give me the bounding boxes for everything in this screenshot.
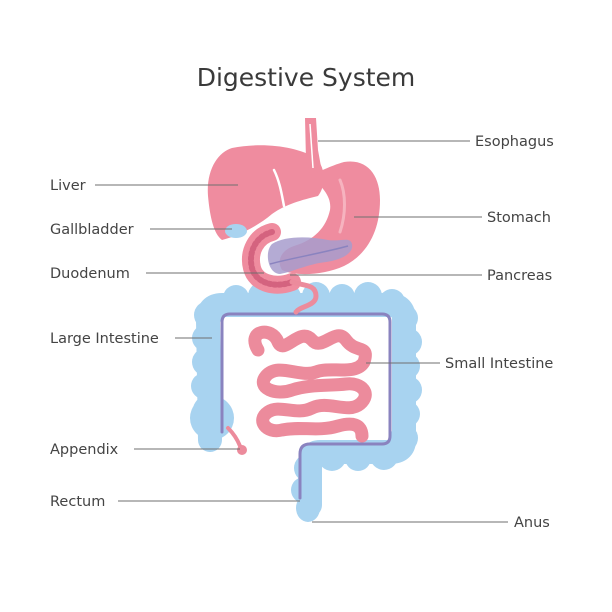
- label-large-intestine: Large Intestine: [50, 331, 159, 347]
- label-appendix: Appendix: [50, 442, 119, 458]
- esophagus: [305, 118, 322, 180]
- pancreas: [267, 237, 353, 274]
- label-duodenum: Duodenum: [50, 266, 130, 282]
- gallbladder: [225, 224, 247, 238]
- appendix: [226, 426, 247, 455]
- label-gallbladder: Gallbladder: [50, 222, 134, 238]
- diagram-title: Digestive System: [197, 63, 416, 92]
- leader-lines: [95, 140, 508, 523]
- label-pancreas: Pancreas: [487, 268, 552, 284]
- label-rectum: Rectum: [50, 494, 105, 510]
- small-intestine: [248, 325, 372, 443]
- large-intestine: [190, 282, 422, 522]
- label-anus: Anus: [514, 515, 550, 531]
- liver: [207, 145, 324, 240]
- label-liver: Liver: [50, 178, 86, 194]
- label-esophagus: Esophagus: [475, 134, 554, 150]
- label-small-intestine: Small Intestine: [445, 356, 553, 372]
- duodenum: [242, 223, 319, 315]
- label-stomach: Stomach: [487, 210, 551, 226]
